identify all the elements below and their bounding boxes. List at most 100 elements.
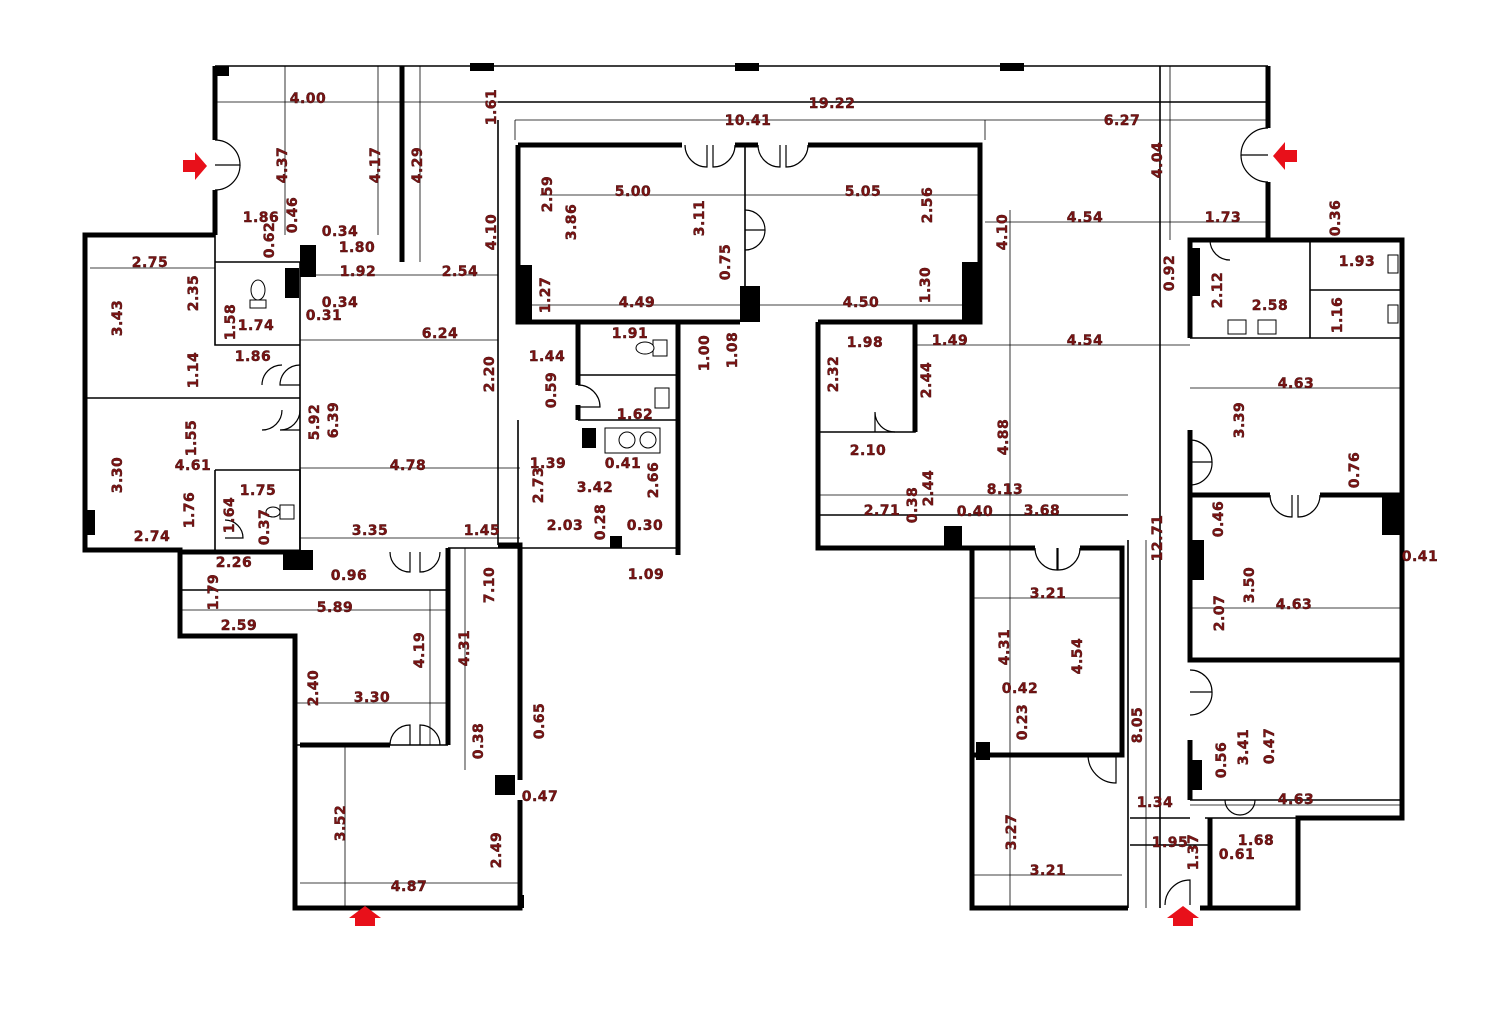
dimension-label: 0.76: [1347, 452, 1363, 489]
dimension-label: 4.54: [1070, 638, 1086, 675]
dimension-label: 4.49: [619, 295, 656, 311]
dimension-label: 5.00: [615, 184, 652, 200]
dimension-label: 0.75: [718, 244, 734, 281]
dimension-label: 8.13: [987, 482, 1024, 498]
dimension-label: 3.11: [692, 200, 708, 237]
dimension-label: 2.12: [1210, 272, 1226, 309]
dimension-label: 1.86: [243, 210, 280, 226]
dimension-label: 4.78: [390, 458, 427, 474]
dimension-label: 1.44: [529, 349, 566, 365]
dimension-label: 1.86: [235, 349, 272, 365]
entrance-arrow-icon: [183, 152, 207, 180]
structural-columns: [85, 63, 1402, 908]
dimension-label: 4.17: [368, 147, 384, 184]
dimension-label: 0.59: [544, 372, 560, 409]
dimension-label: 1.55: [184, 420, 200, 457]
dimension-label: 2.35: [186, 275, 202, 312]
dimension-label: 1.00: [697, 335, 713, 372]
dimension-label: 4.31: [457, 630, 473, 667]
dimension-label: 5.92: [307, 404, 323, 441]
dimension-label: 1.37: [1186, 834, 1202, 871]
dimension-label: 3.39: [1232, 402, 1248, 439]
washbasin-icon: [1227, 319, 1277, 335]
dimension-label: 2.73: [531, 467, 547, 504]
dimension-label: 4.63: [1278, 376, 1315, 392]
dimension-label: 5.05: [845, 184, 882, 200]
dimension-label: 19.22: [809, 96, 856, 112]
dimension-label: 2.20: [482, 356, 498, 393]
dimension-label: 0.41: [1402, 549, 1439, 565]
dimension-label: 4.31: [997, 629, 1013, 666]
dimension-label: 1.27: [538, 277, 554, 314]
dimension-label: 1.64: [222, 497, 238, 534]
dimension-label: 0.38: [471, 723, 487, 760]
dimension-label: 2.74: [134, 529, 171, 545]
dimension-label: 3.21: [1030, 863, 1067, 879]
dimension-label: 1.09: [628, 567, 665, 583]
dimension-label: 12.71: [1150, 515, 1166, 562]
dimension-label: 0.31: [306, 308, 343, 324]
dimension-label: 0.40: [957, 504, 994, 520]
dimension-label: 1.61: [484, 89, 500, 126]
dimension-lines: [90, 66, 1402, 908]
dimension-label: 0.41: [605, 456, 642, 472]
dimension-label: 2.32: [826, 356, 842, 393]
right-wing-walls: [969, 66, 1405, 911]
dimension-label: 4.50: [843, 295, 880, 311]
dimension-label: 0.61: [1219, 847, 1256, 863]
dimension-label: 3.68: [1024, 503, 1061, 519]
toilet-icon: [1387, 304, 1399, 324]
dimension-label: 1.39: [530, 456, 567, 472]
dimension-label: 4.63: [1278, 792, 1315, 808]
dimension-label: 1.58: [223, 304, 239, 341]
dimension-label: 4.29: [410, 147, 426, 184]
dimension-label: 1.95: [1152, 835, 1189, 851]
entrance-arrow-icon: [1273, 142, 1297, 170]
dimension-label: 0.65: [532, 703, 548, 740]
dimension-label: 0.92: [1162, 255, 1178, 292]
dimension-label: 4.10: [484, 214, 500, 251]
dimension-label: 1.73: [1205, 210, 1242, 226]
dimension-label: 2.66: [646, 462, 662, 499]
dimension-label: 4.19: [412, 632, 428, 669]
dimension-label: 1.16: [1330, 297, 1346, 334]
toilet-icon: [635, 339, 668, 357]
dimension-label: 2.26: [216, 555, 253, 571]
dimension-label: 0.34: [322, 224, 359, 240]
dimension-label: 3.41: [1236, 729, 1252, 766]
dimension-label: 3.50: [1242, 567, 1258, 604]
dimension-label: 6.39: [326, 402, 342, 439]
toilet-icon: [249, 279, 267, 309]
dimension-label: 4.00: [290, 91, 327, 107]
dimension-label: 1.34: [1137, 795, 1174, 811]
dimension-label: 2.44: [921, 470, 937, 507]
dimension-label: 4.63: [1276, 597, 1313, 613]
dimension-label: 0.46: [285, 197, 301, 234]
dimension-label: 1.76: [182, 492, 198, 529]
dimension-label: 3.21: [1030, 586, 1067, 602]
dimension-label: 0.34: [322, 295, 359, 311]
dimension-label: 6.27: [1104, 113, 1141, 129]
dimension-label: 3.30: [354, 690, 391, 706]
dimension-label: 0.36: [1328, 200, 1344, 237]
dimension-label: 2.58: [1252, 298, 1289, 314]
dimension-label: 2.10: [850, 443, 887, 459]
dimension-label: 1.49: [932, 333, 969, 349]
dimension-label: 1.80: [339, 240, 376, 256]
kitchen-sink-icon: [604, 427, 661, 454]
dimension-label: 3.43: [110, 300, 126, 337]
dimension-label: 0.30: [627, 518, 664, 534]
dimension-label: 1.93: [1339, 254, 1376, 270]
dimension-label: 1.68: [1238, 833, 1275, 849]
dimension-label: 1.62: [617, 407, 654, 423]
dimension-label: 1.74: [238, 318, 275, 334]
dimension-label: 4.61: [175, 458, 212, 474]
dimension-label: 0.62: [262, 222, 278, 259]
dimension-label: 4.37: [275, 147, 291, 184]
dimension-label: 2.40: [306, 670, 322, 707]
dimension-label: 5.89: [317, 600, 354, 616]
dimension-label: 0.37: [257, 509, 273, 546]
entrance-arrow-icon: [1167, 906, 1199, 926]
dimension-label: 0.23: [1015, 704, 1031, 741]
